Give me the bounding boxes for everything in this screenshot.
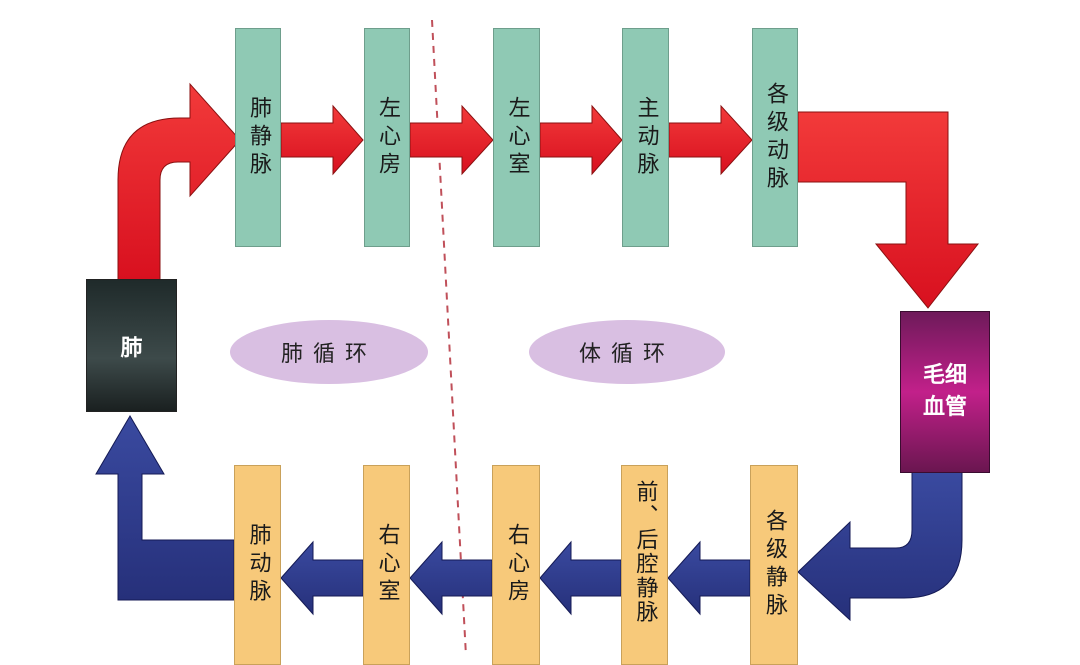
- label-pulmonary-artery: 肺动脉: [245, 523, 271, 607]
- pulmonary-circuit-ellipse: 肺循环: [230, 320, 428, 384]
- arrow-veins-to-vena-cava: [667, 540, 751, 616]
- label-lung: 肺: [120, 335, 143, 361]
- label-pulmonary-vein: 肺静脉: [246, 95, 271, 180]
- arrow-arteries-to-capillaries: [797, 111, 980, 309]
- label-right-atrium: 右心房: [504, 523, 529, 607]
- box-pulmonary-artery: 肺动脉: [234, 465, 281, 665]
- label-aorta: 主动脉: [633, 95, 659, 180]
- label-arteries: 各级动脉: [763, 81, 788, 194]
- label-pulmonary-circuit: 肺循环: [280, 342, 377, 367]
- arrow-rv-to-pa: [280, 540, 364, 616]
- arrow-pulmonary-artery-to-lung: [95, 415, 235, 601]
- box-left-atrium: 左心房: [364, 28, 410, 247]
- arrow-lung-to-pulmonary-vein: [117, 82, 241, 281]
- lung-box: 肺: [86, 279, 177, 412]
- arrow-aorta-to-arteries: [668, 104, 753, 176]
- arrow-pv-to-la: [280, 104, 364, 176]
- arrow-vena-cava-to-ra: [539, 540, 622, 616]
- label-veins: 各级静脉: [762, 509, 787, 621]
- label-vena-cava: 前、后腔静脉: [632, 480, 658, 624]
- box-veins: 各级静脉: [750, 465, 798, 665]
- box-right-atrium: 右心房: [492, 465, 540, 665]
- box-arteries: 各级动脉: [752, 28, 798, 247]
- label-left-atrium: 左心房: [375, 95, 400, 180]
- arrow-lv-to-aorta: [539, 104, 623, 176]
- box-left-ventricle: 左心室: [493, 28, 540, 247]
- label-left-ventricle: 左心室: [504, 95, 530, 180]
- arrow-capillaries-to-veins: [797, 471, 963, 622]
- box-pulmonary-vein: 肺静脉: [235, 28, 281, 247]
- box-vena-cava: 前、后腔静脉: [621, 465, 668, 665]
- label-right-ventricle: 右心室: [374, 523, 400, 607]
- box-right-ventricle: 右心室: [363, 465, 410, 665]
- label-systemic-circuit: 体循环: [578, 342, 675, 367]
- systemic-circuit-ellipse: 体循环: [529, 320, 725, 384]
- capillaries-box: 毛细血管: [900, 311, 990, 473]
- arrow-ra-to-rv: [409, 540, 493, 616]
- box-aorta: 主动脉: [622, 28, 669, 247]
- label-capillaries: 毛细血管: [922, 363, 967, 420]
- arrow-la-to-lv: [409, 104, 494, 176]
